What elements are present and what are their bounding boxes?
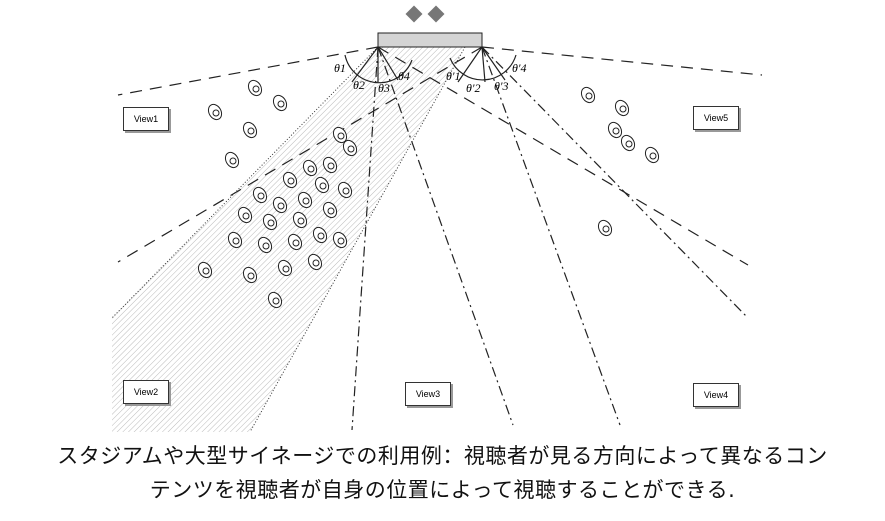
view5-label: View5 <box>693 106 739 130</box>
person-head <box>297 217 305 225</box>
person-head <box>242 212 250 220</box>
view3-label: View3 <box>405 382 451 406</box>
person-head <box>252 85 260 93</box>
view4-label: View4 <box>693 383 739 407</box>
person-head <box>302 197 310 205</box>
angle-label: θ3 <box>378 81 390 95</box>
person-head <box>232 237 240 245</box>
view1-label: View1 <box>123 107 169 131</box>
person-head <box>585 92 593 100</box>
person-head <box>319 182 327 190</box>
audience <box>197 79 660 309</box>
angle-label: θ'2 <box>466 81 480 95</box>
caption-line-2: テンツを視聴者が自身の位置によって視聴することができる. <box>149 478 736 502</box>
person-head <box>292 239 300 247</box>
person-head <box>347 145 355 153</box>
angle-label: θ1 <box>334 61 346 75</box>
angle-label: θ2 <box>353 78 365 92</box>
person-head <box>337 237 345 245</box>
person-head <box>202 267 210 275</box>
person-head <box>262 242 270 250</box>
angle-label: θ'1 <box>446 69 460 83</box>
angle-label: θ4 <box>398 69 410 83</box>
camera-icon <box>405 5 445 23</box>
person-head <box>272 297 280 305</box>
person-head <box>282 265 290 273</box>
person-head <box>229 157 237 165</box>
view2-label: View2 <box>123 380 169 404</box>
person-head <box>602 225 610 233</box>
person-head <box>212 109 220 117</box>
angle-label: θ'4 <box>512 61 526 75</box>
person-head <box>267 219 275 227</box>
person-head <box>327 162 335 170</box>
person-head <box>312 259 320 267</box>
person-head <box>342 187 350 195</box>
person-head <box>257 192 265 200</box>
person-head <box>625 140 633 148</box>
person-head <box>619 105 627 113</box>
person-head <box>247 272 255 280</box>
person-head <box>649 152 657 160</box>
person-head <box>327 207 335 215</box>
person-head <box>317 232 325 240</box>
person-head <box>287 177 295 185</box>
person-head <box>337 132 345 140</box>
caption-line-1: スタジアムや大型サイネージでの利用例：視聴者が見る方向によって異なるコン <box>57 444 828 468</box>
person-head <box>247 127 255 135</box>
person-head <box>612 127 620 135</box>
person-head <box>277 202 285 210</box>
angle-label: θ'3 <box>494 79 508 93</box>
display-panel <box>377 32 483 48</box>
person-head <box>277 100 285 108</box>
person-head <box>307 165 315 173</box>
